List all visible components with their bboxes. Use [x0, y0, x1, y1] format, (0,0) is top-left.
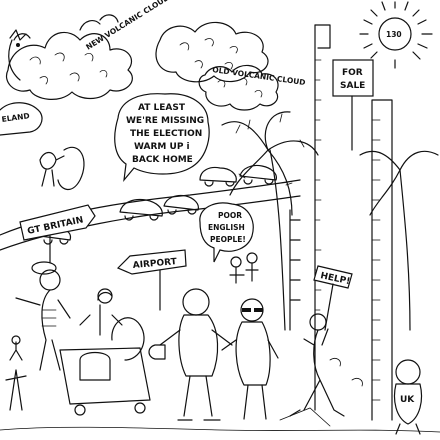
sun-temperature-label: 130	[386, 30, 402, 39]
for-sale-label-line2: SALE	[340, 81, 365, 91]
speech-main-line4: WARM UP i	[134, 142, 190, 152]
speech-bubble-main	[114, 93, 210, 182]
foreground-people-drawing	[0, 261, 440, 435]
for-sale-label-line1: FOR	[342, 68, 363, 78]
tower-drawing	[289, 24, 393, 421]
speech-poor-line1: POOR	[218, 211, 242, 220]
for-sale-sign-drawing	[332, 59, 374, 151]
airport-label: AIRPORT	[132, 257, 178, 271]
old-cloud-label: OLD VOLCANIC CLOUD	[212, 65, 306, 87]
airport-sign-drawing	[116, 249, 187, 311]
speech-main-line3: THE ELECTION	[130, 129, 202, 139]
speech-poor-line3: PEOPLE!	[210, 235, 246, 244]
road-with-cars-drawing	[0, 164, 301, 251]
speech-main-line1: AT LEAST	[138, 103, 186, 113]
iceland-label: ELAND	[1, 111, 30, 124]
sun-drawing	[359, 1, 433, 69]
iceland-figure-drawing	[0, 29, 43, 136]
speech-bubble-poor	[199, 202, 254, 263]
speech-main-line5: BACK HOME	[132, 155, 193, 165]
watching-couple-drawing	[229, 252, 259, 284]
bird-figure-drawing	[39, 146, 85, 190]
volcanic-cloud-drawing	[6, 14, 279, 111]
palm-trees-drawing	[221, 111, 439, 331]
uk-label: UK	[400, 395, 415, 405]
gt-britain-sign-drawing	[19, 204, 96, 263]
speech-main-line2: WE'RE MISSING	[126, 116, 204, 126]
speech-poor-line2: ENGLISH	[208, 223, 245, 232]
